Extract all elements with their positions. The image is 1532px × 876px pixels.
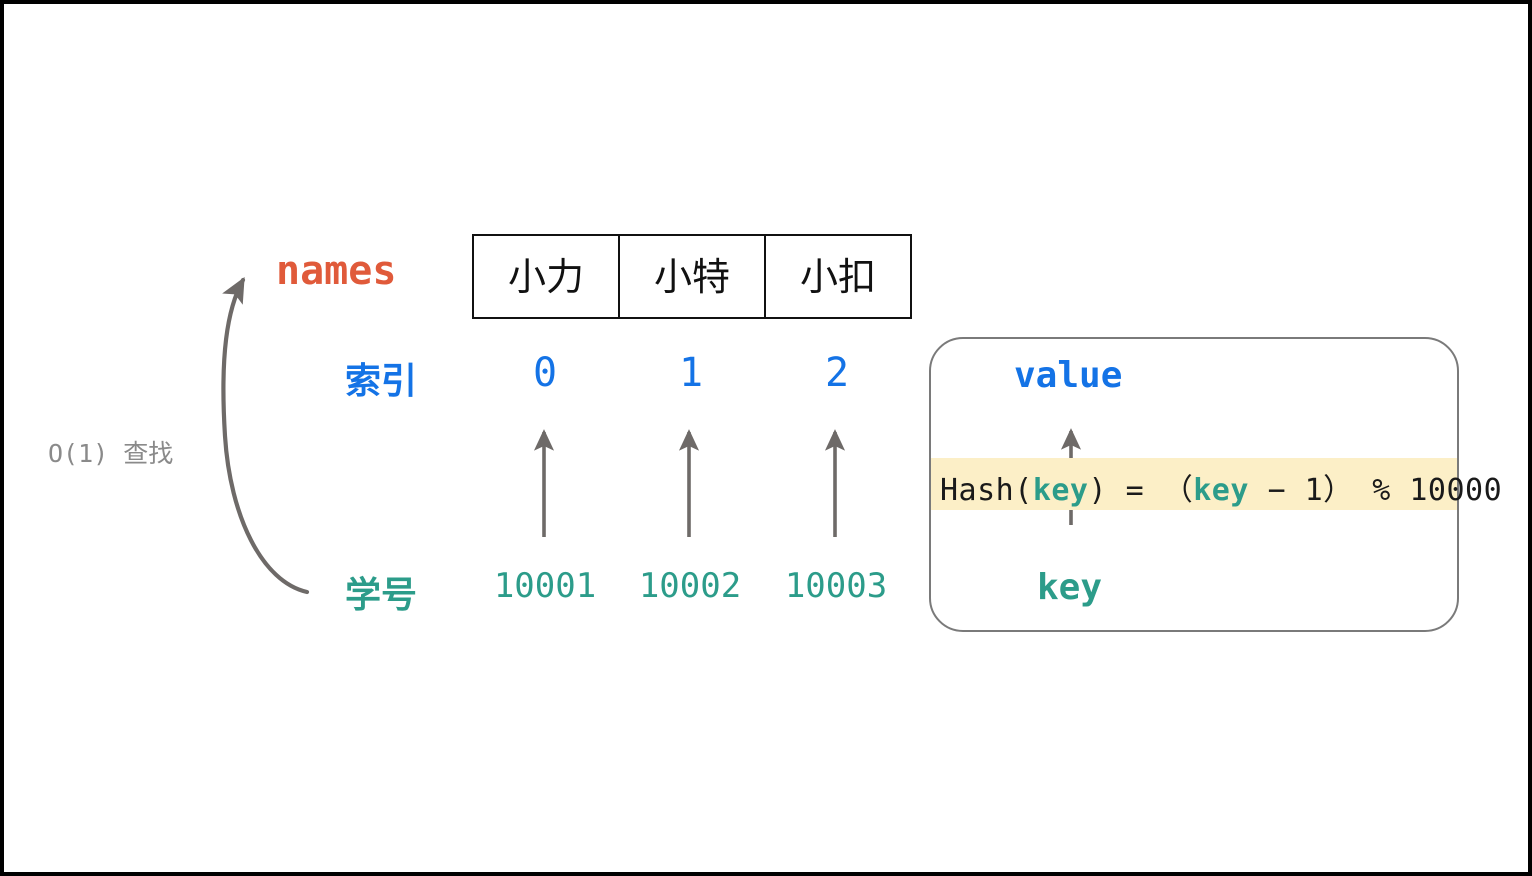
formula-highlight-band [931, 458, 1457, 510]
student-id-value-1: 10002 [638, 566, 742, 606]
array-name-label: names [276, 248, 397, 294]
index-value-0: 0 [532, 350, 558, 396]
index-row-label: 索引 [344, 361, 417, 402]
hash-key-label: key [1037, 567, 1103, 608]
index-value-1: 1 [678, 350, 704, 396]
array-cell-2: 小扣 [764, 234, 912, 319]
formula-keyword-2: key [1193, 473, 1249, 508]
hash-formula: Hash(key) = （key − 1） % 10000 [940, 465, 1502, 509]
index-value-2: 2 [824, 350, 850, 396]
formula-keyword-1: key [1032, 473, 1089, 508]
student-id-row-label: 学号 [344, 575, 417, 616]
lookup-curve-arrow [221, 277, 310, 595]
hash-function-box [929, 337, 1459, 632]
hash-value-label: value [1014, 355, 1123, 396]
formula-part-2: ) = （ [1088, 473, 1194, 508]
student-id-value-2: 10003 [784, 566, 888, 606]
student-id-value-0: 10001 [493, 566, 597, 606]
table-row: 小力 小特 小扣 [472, 234, 912, 319]
names-array-table: 小力 小特 小扣 [472, 234, 912, 319]
formula-part-3: − 1） % 10000 [1248, 473, 1503, 508]
array-cell-1: 小特 [618, 234, 766, 319]
formula-part-1: Hash( [940, 473, 1033, 508]
complexity-note: O(1) 查找 [48, 439, 174, 468]
array-cell-0: 小力 [472, 234, 620, 319]
